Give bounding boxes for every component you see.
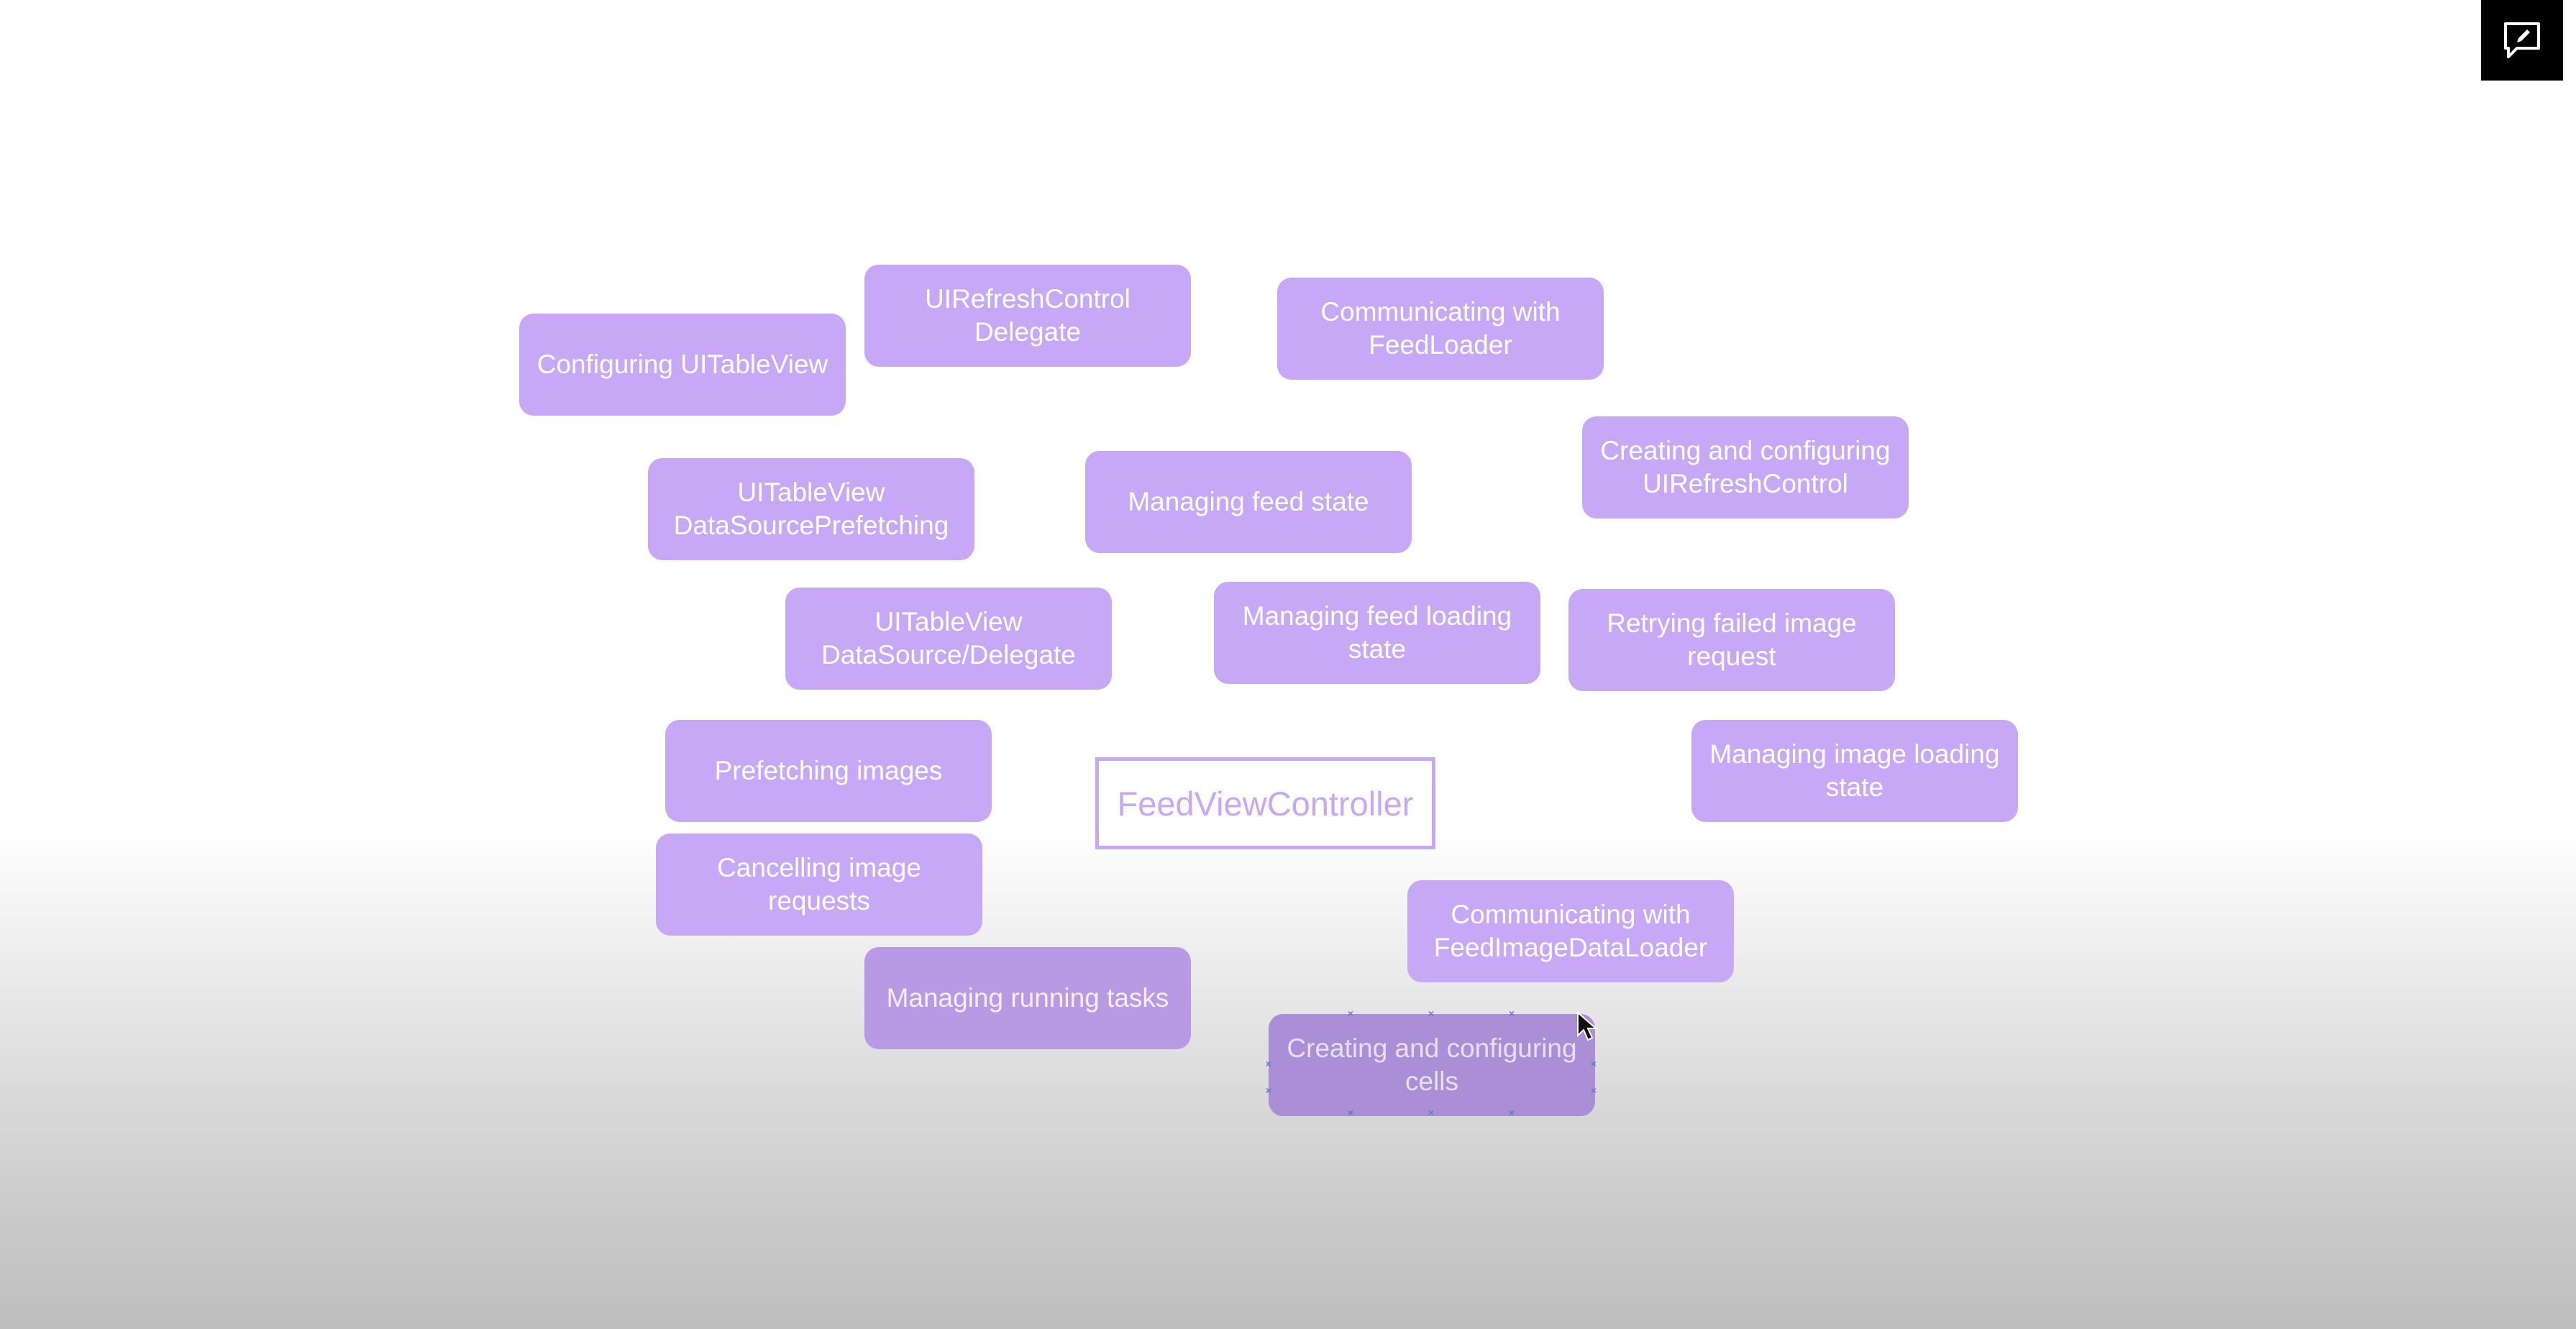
node-uitableview-datasource-delegate[interactable]: UITableView DataSource/Delegate (785, 588, 1112, 690)
node-uitableview-prefetching[interactable]: UITableView DataSourcePrefetching (648, 458, 974, 560)
node-cancelling-image-requests[interactable]: Cancelling image requests (656, 834, 982, 936)
node-label: Prefetching images (714, 756, 943, 785)
node-label: UIRefreshControl Delegate (925, 284, 1131, 347)
node-configuring-uitableview[interactable]: Configuring UITableView (519, 314, 846, 416)
selection-handle[interactable]: × (1428, 1107, 1435, 1118)
selection-handle[interactable]: × (1347, 1107, 1354, 1118)
node-managing-running-tasks[interactable]: Managing running tasks (864, 947, 1191, 1049)
selection-handle[interactable]: × (1508, 1008, 1515, 1019)
node-communicating-feedloader[interactable]: Communicating with FeedLoader (1277, 278, 1604, 380)
selection-handle[interactable]: × (1265, 1058, 1272, 1069)
feedback-button[interactable] (2481, 0, 2563, 81)
center-node-feedviewcontroller[interactable]: FeedViewController (1095, 757, 1435, 849)
feedback-icon (2504, 22, 2540, 58)
mouse-pointer-icon (1577, 1011, 1598, 1041)
node-label: Communicating with FeedLoader (1320, 297, 1561, 360)
node-label: Cancelling image requests (717, 853, 921, 915)
node-label: UITableView DataSourcePrefetching (673, 478, 949, 540)
node-communicating-imagedataloader[interactable]: Communicating with FeedImageDataLoader (1407, 880, 1734, 982)
selection-handle[interactable]: × (1265, 1084, 1272, 1096)
selection-handle[interactable]: × (1590, 1084, 1597, 1096)
node-label: Retrying failed image request (1607, 608, 1857, 671)
node-label: UITableView DataSource/Delegate (821, 607, 1076, 670)
node-label: Creating and configuring cells (1287, 1033, 1577, 1096)
node-label: Managing image loading state (1709, 739, 2000, 802)
node-label: Managing feed state (1128, 487, 1369, 516)
node-prefetching-images[interactable]: Prefetching images (665, 720, 992, 822)
node-managing-image-loading-state[interactable]: Managing image loading state (1691, 720, 2018, 822)
selection-handle[interactable]: × (1508, 1107, 1515, 1118)
node-managing-feed-loading-state[interactable]: Managing feed loading state (1214, 582, 1540, 684)
node-label: Managing feed loading state (1242, 601, 1512, 664)
node-retrying-failed-image[interactable]: Retrying failed image request (1568, 589, 1895, 691)
node-label: Communicating with FeedImageDataLoader (1433, 900, 1708, 962)
selection-handle[interactable]: × (1590, 1058, 1597, 1069)
center-node-label: FeedViewController (1117, 784, 1414, 823)
node-creating-cells[interactable]: Creating and configuring cells (1269, 1014, 1595, 1116)
node-label: Creating and configuring UIRefreshContro… (1600, 436, 1891, 498)
selection-handle[interactable]: × (1347, 1008, 1354, 1019)
node-uirefreshcontrol-delegate[interactable]: UIRefreshControl Delegate (864, 265, 1191, 367)
node-managing-feed-state[interactable]: Managing feed state (1085, 451, 1412, 553)
node-label: Configuring UITableView (536, 350, 828, 379)
node-label: Managing running tasks (886, 983, 1169, 1013)
node-creating-refreshcontrol[interactable]: Creating and configuring UIRefreshContro… (1582, 416, 1909, 519)
selection-handle[interactable]: × (1428, 1008, 1435, 1019)
